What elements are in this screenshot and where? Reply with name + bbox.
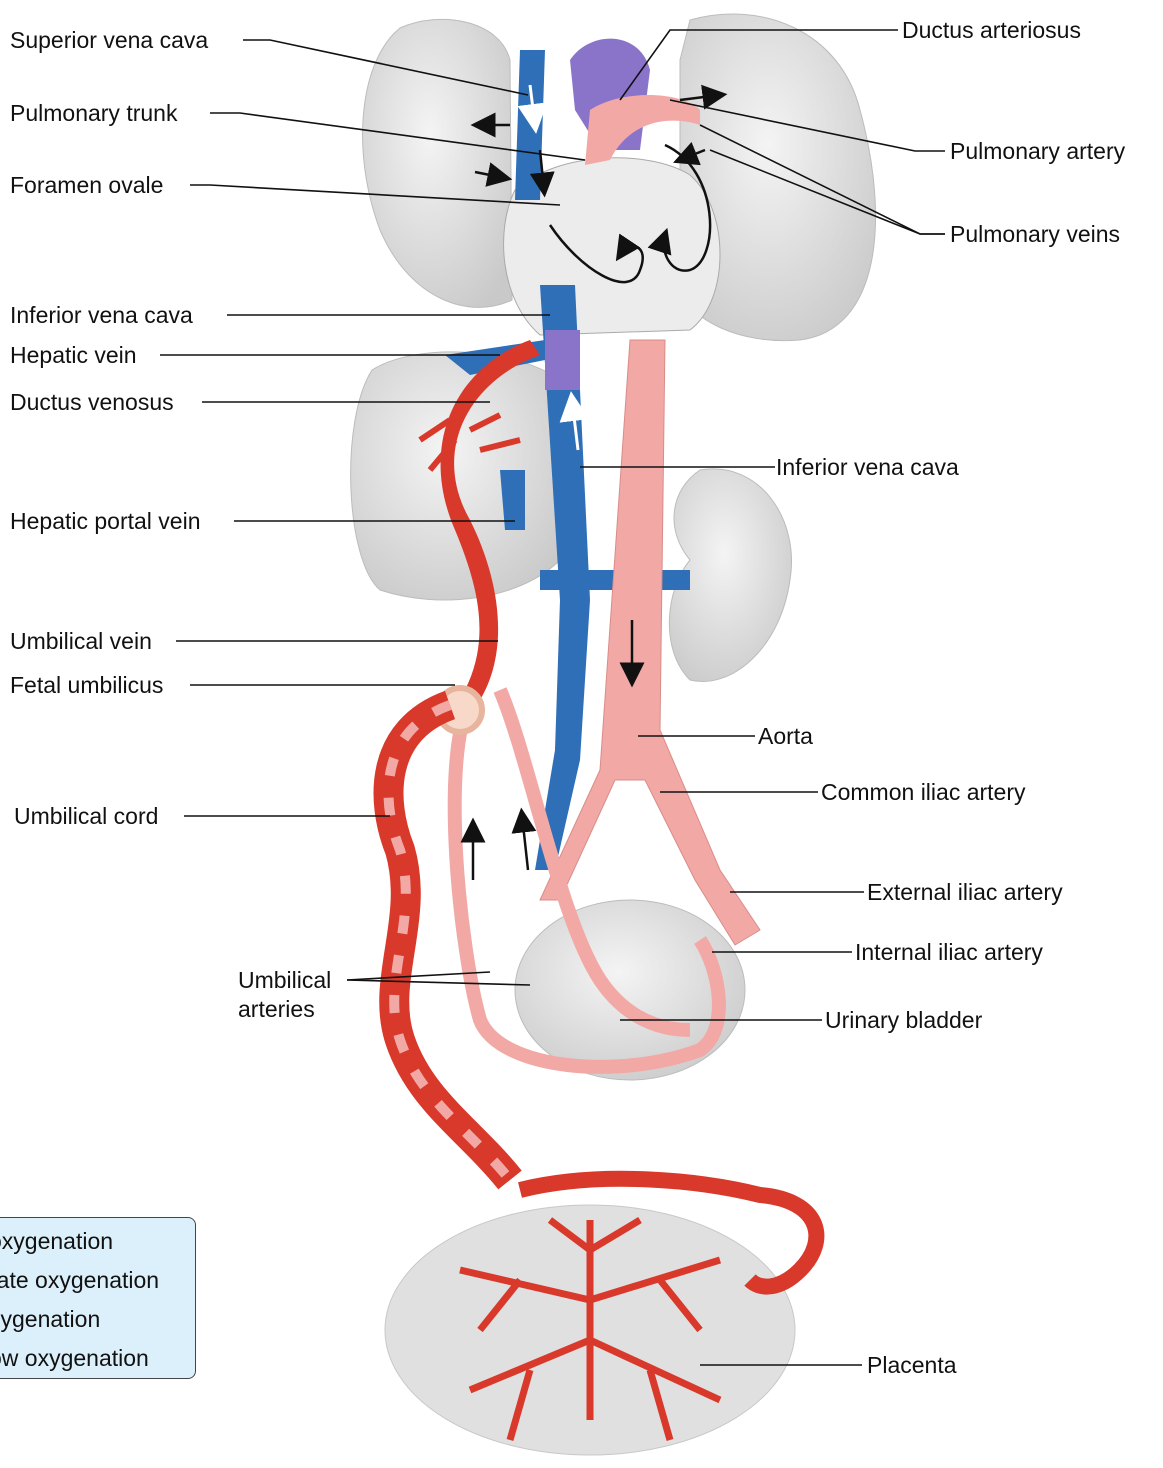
label-inferior-vena-cava-upper: Inferior vena cava bbox=[10, 302, 193, 328]
label-pulmonary-artery: Pulmonary artery bbox=[950, 138, 1125, 164]
label-common-iliac-artery: Common iliac artery bbox=[821, 779, 1026, 805]
superior-vena-cava bbox=[515, 50, 545, 200]
label-hepatic-portal-vein: Hepatic portal vein bbox=[10, 508, 201, 534]
label-external-iliac-artery: External iliac artery bbox=[867, 879, 1063, 905]
umbilical-artery-arrow-2 bbox=[522, 815, 528, 870]
label-pulmonary-trunk: Pulmonary trunk bbox=[10, 100, 177, 126]
label-umbilical-cord: Umbilical cord bbox=[14, 803, 158, 829]
legend-item-4: ow oxygenation bbox=[0, 1345, 149, 1371]
label-umbilical-arteries-line1: Umbilical bbox=[238, 967, 331, 993]
label-inferior-vena-cava-lower: Inferior vena cava bbox=[776, 454, 959, 480]
label-fetal-umbilicus: Fetal umbilicus bbox=[10, 672, 163, 698]
label-urinary-bladder: Urinary bladder bbox=[825, 1007, 982, 1033]
label-superior-vena-cava: Superior vena cava bbox=[10, 27, 208, 53]
oxygenation-legend: oxygenation rate oxygenation xygenation … bbox=[0, 1217, 196, 1379]
label-internal-iliac-artery: Internal iliac artery bbox=[855, 939, 1043, 965]
label-aorta: Aorta bbox=[758, 723, 813, 749]
legend-item-3: xygenation bbox=[0, 1306, 100, 1332]
label-placenta: Placenta bbox=[867, 1352, 957, 1378]
legend-item-1: oxygenation bbox=[0, 1228, 113, 1254]
urinary-bladder bbox=[515, 900, 745, 1080]
legend-item-2: rate oxygenation bbox=[0, 1267, 159, 1293]
label-ductus-arteriosus: Ductus arteriosus bbox=[902, 17, 1081, 43]
liver bbox=[351, 352, 560, 600]
ivc-mixed-segment bbox=[545, 330, 580, 390]
label-ductus-venosus: Ductus venosus bbox=[10, 389, 174, 415]
label-umbilical-vein: Umbilical vein bbox=[10, 628, 152, 654]
label-pulmonary-veins: Pulmonary veins bbox=[950, 221, 1120, 247]
label-foramen-ovale: Foramen ovale bbox=[10, 172, 163, 198]
label-umbilical-arteries-line2: arteries bbox=[238, 996, 315, 1022]
right-lung bbox=[363, 19, 512, 307]
label-hepatic-vein: Hepatic vein bbox=[10, 342, 137, 368]
